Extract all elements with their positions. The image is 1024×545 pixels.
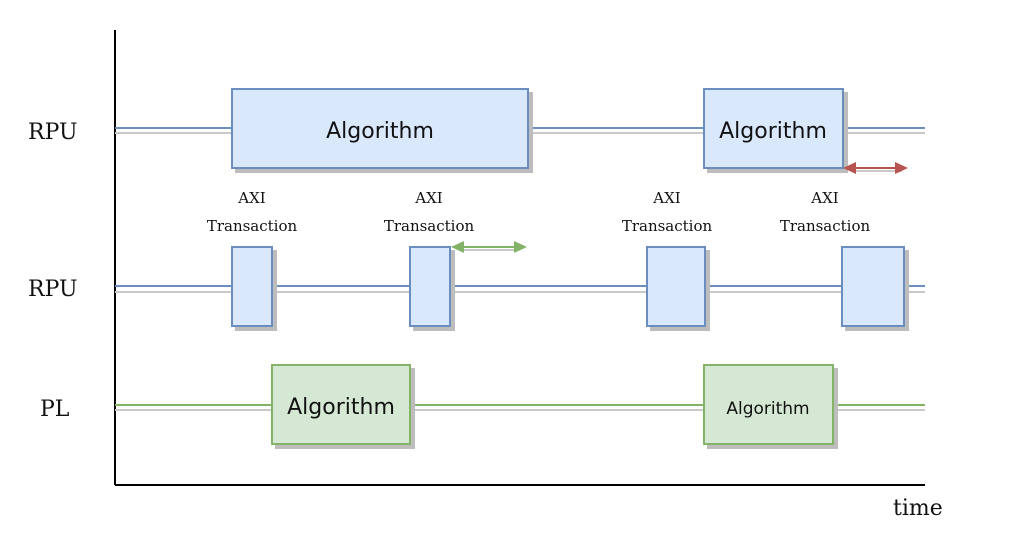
svg-text:AXI: AXI	[237, 189, 266, 207]
svg-text:AXI: AXI	[652, 189, 681, 207]
x-axis-label: time	[893, 496, 943, 521]
axi-transaction-box-4	[841, 246, 905, 327]
svg-text:Transaction: Transaction	[622, 217, 713, 235]
rpu-algorithm-block-1: Algorithm	[231, 88, 529, 169]
green-double-arrow	[451, 241, 527, 253]
svg-text:Transaction: Transaction	[207, 217, 298, 235]
red-double-arrow	[843, 162, 908, 174]
svg-text:AXI: AXI	[810, 189, 839, 207]
axi-transaction-box-2	[409, 246, 451, 327]
rpu-algorithm-block-2: Algorithm	[703, 88, 844, 169]
pl-algorithm-label-1: Algorithm	[287, 395, 395, 420]
rpu-algorithm-label-2: Algorithm	[719, 119, 827, 144]
lane-label-rpu-top: RPU	[28, 120, 78, 145]
lane-label-pl: PL	[40, 397, 70, 422]
axi-transaction-box-3	[646, 246, 706, 327]
pl-algorithm-block-2: Algorithm	[703, 364, 834, 445]
pl-algorithm-block-1: Algorithm	[271, 364, 411, 445]
axi-transaction-box-1	[231, 246, 273, 327]
lane-label-rpu-middle: RPU	[28, 277, 78, 302]
svg-text:Transaction: Transaction	[780, 217, 871, 235]
axi-label-1: AXI Transaction	[207, 189, 298, 235]
svg-text:Transaction: Transaction	[384, 217, 475, 235]
rpu-algorithm-label-1: Algorithm	[326, 119, 434, 144]
svg-text:AXI: AXI	[414, 189, 443, 207]
axi-label-2: AXI Transaction	[384, 189, 475, 235]
axi-label-4: AXI Transaction	[780, 189, 871, 235]
axi-label-3: AXI Transaction	[622, 189, 713, 235]
pl-algorithm-label-2: Algorithm	[726, 399, 809, 419]
